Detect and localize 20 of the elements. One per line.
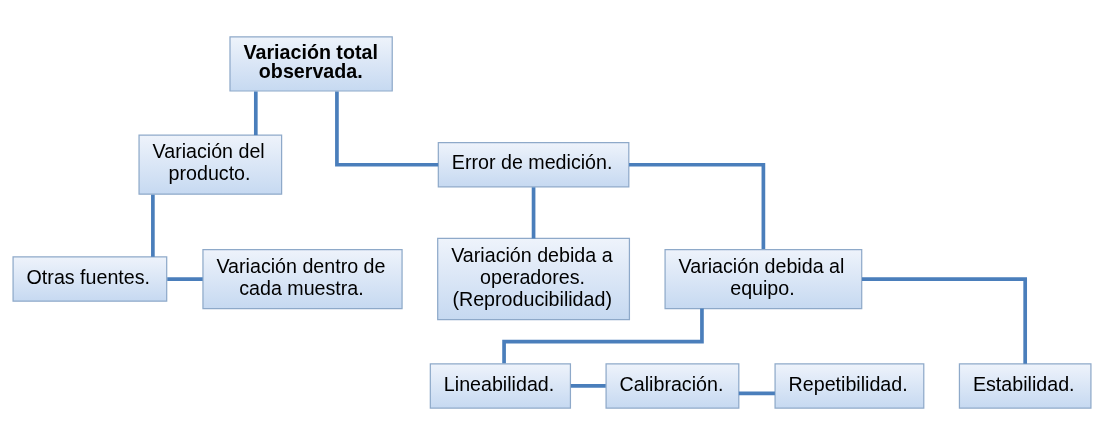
- connector: [253, 91, 258, 135]
- connector: [151, 194, 155, 257]
- node-box: Lineabilidad.: [429, 362, 572, 409]
- connector: [738, 391, 775, 395]
- node-box: Calibración.: [605, 362, 740, 409]
- node-box: Variación debida a operadores. (Reproducibilidad): [437, 237, 631, 320]
- node-box: Estabilidad.: [958, 362, 1092, 409]
- node-box: Otras fuentes.: [12, 255, 168, 302]
- node-box: Variación dentro de cada muestra.: [202, 248, 403, 309]
- node-box: Variación del producto.: [138, 134, 283, 195]
- node-box: Repetibilidad.: [774, 362, 925, 409]
- node-box: Variación total observada.: [229, 35, 393, 92]
- connector: [629, 162, 766, 249]
- connector: [335, 91, 439, 167]
- connector: [570, 383, 606, 388]
- node-box: Error de medición.: [437, 141, 630, 187]
- connector: [862, 276, 1028, 364]
- connector: [167, 276, 203, 281]
- connector: [531, 186, 536, 238]
- node-box: Variación debida al equipo.: [664, 248, 863, 309]
